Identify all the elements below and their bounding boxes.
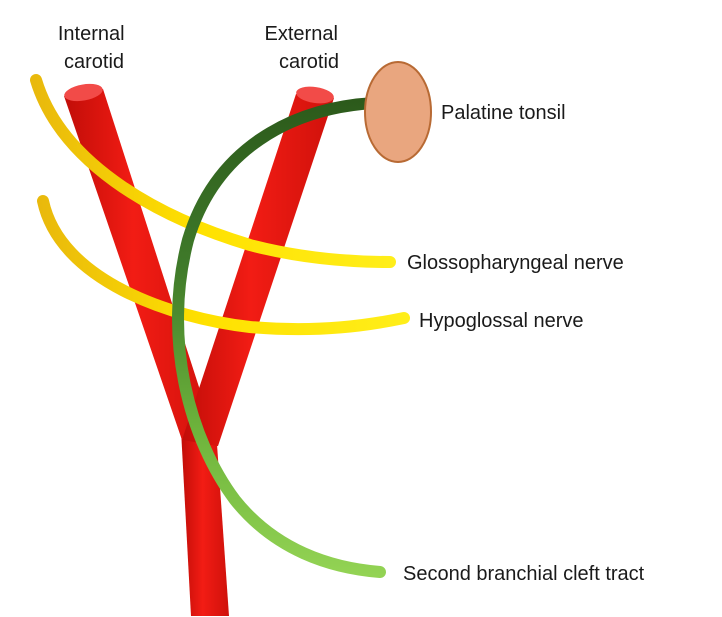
external-carotid-artery bbox=[182, 94, 334, 446]
carotid-arteries bbox=[64, 83, 334, 616]
external-carotid-label-line1: External bbox=[265, 23, 338, 45]
second-branchial-cleft-tract bbox=[172, 97, 386, 578]
external-carotid-label: External carotid bbox=[265, 23, 344, 73]
glossopharyngeal-nerve-label: Glossopharyngeal nerve bbox=[407, 252, 624, 274]
palatine-tonsil-label: Palatine tonsil bbox=[441, 102, 566, 124]
external-carotid-label-line2: carotid bbox=[279, 51, 339, 73]
internal-carotid-label-line1: Internal bbox=[58, 23, 125, 45]
palatine-tonsil bbox=[364, 61, 432, 163]
hypoglossal-nerve bbox=[37, 195, 410, 336]
internal-carotid-label: Internal carotid bbox=[58, 23, 130, 73]
hypoglossal-nerve-label: Hypoglossal nerve bbox=[419, 310, 584, 332]
external-carotid-cap bbox=[296, 86, 334, 104]
glossopharyngeal-nerve bbox=[30, 74, 396, 268]
internal-carotid-cap bbox=[64, 83, 103, 102]
internal-carotid-label-line2: carotid bbox=[64, 51, 124, 73]
second-branchial-cleft-tract-label: Second branchial cleft tract bbox=[403, 563, 645, 585]
